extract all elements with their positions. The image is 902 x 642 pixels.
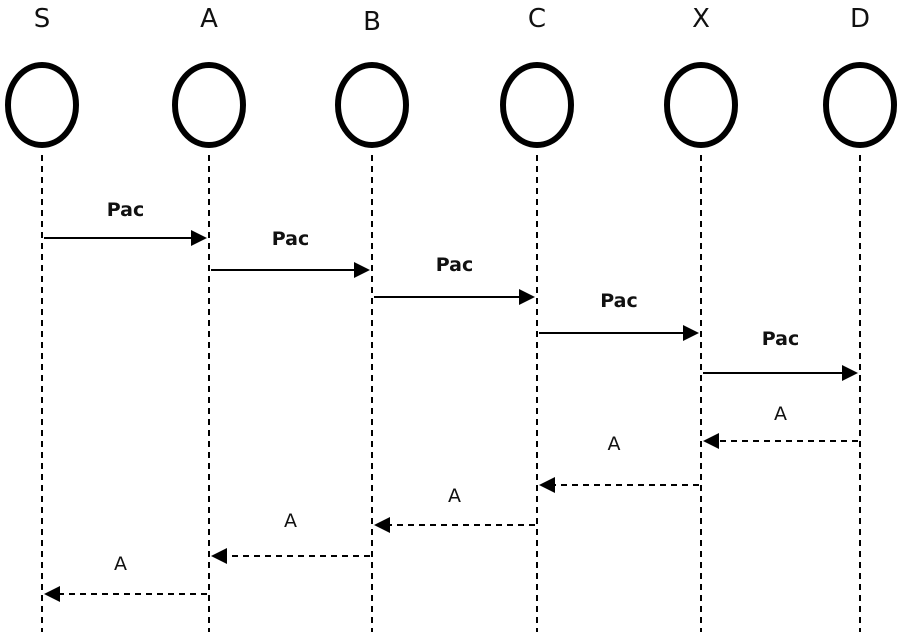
node-circle-c	[500, 62, 574, 148]
message-a-to-s: A	[44, 553, 207, 602]
message-b-to-c: Pac	[374, 254, 535, 305]
arrowhead-icon	[683, 325, 699, 341]
node-circle-a	[172, 62, 246, 148]
node-label-a: A	[200, 4, 218, 34]
message-label: A	[448, 485, 461, 507]
message-d-to-x: A	[703, 403, 858, 449]
arrowhead-icon	[842, 365, 858, 381]
node-label-c: C	[528, 4, 546, 34]
node-circle-b	[335, 62, 409, 148]
node-circle-s	[5, 62, 79, 148]
message-label: A	[774, 403, 787, 425]
message-label: Pac	[272, 228, 310, 250]
node-circle-x	[664, 62, 738, 148]
arrowhead-icon	[539, 477, 555, 493]
message-label: Pac	[600, 290, 638, 312]
message-x-to-c: A	[539, 433, 699, 493]
message-label: Pac	[762, 328, 800, 350]
message-label: Pac	[107, 199, 145, 221]
node-label-b: B	[363, 7, 381, 37]
arrowhead-icon	[519, 289, 535, 305]
node-label-s: S	[34, 4, 51, 34]
message-label: A	[114, 553, 127, 575]
message-label: A	[608, 433, 621, 455]
node-label-d: D	[850, 4, 870, 34]
arrowhead-icon	[354, 262, 370, 278]
message-x-to-d: Pac	[703, 328, 858, 381]
message-label: A	[284, 510, 297, 532]
arrowhead-icon	[211, 548, 227, 564]
message-a-to-b: Pac	[211, 228, 370, 278]
lifelines	[41, 155, 861, 632]
message-c-to-x: Pac	[539, 290, 699, 341]
message-label: Pac	[436, 254, 474, 276]
message-s-to-a: Pac	[44, 199, 207, 246]
arrowhead-icon	[703, 433, 719, 449]
node-label-x: X	[692, 4, 710, 34]
arrowhead-icon	[191, 230, 207, 246]
arrowhead-icon	[374, 517, 390, 533]
message-b-to-a: A	[211, 510, 370, 564]
message-c-to-b: A	[374, 485, 535, 533]
node-circle-d	[823, 62, 897, 148]
arrowhead-icon	[44, 586, 60, 602]
